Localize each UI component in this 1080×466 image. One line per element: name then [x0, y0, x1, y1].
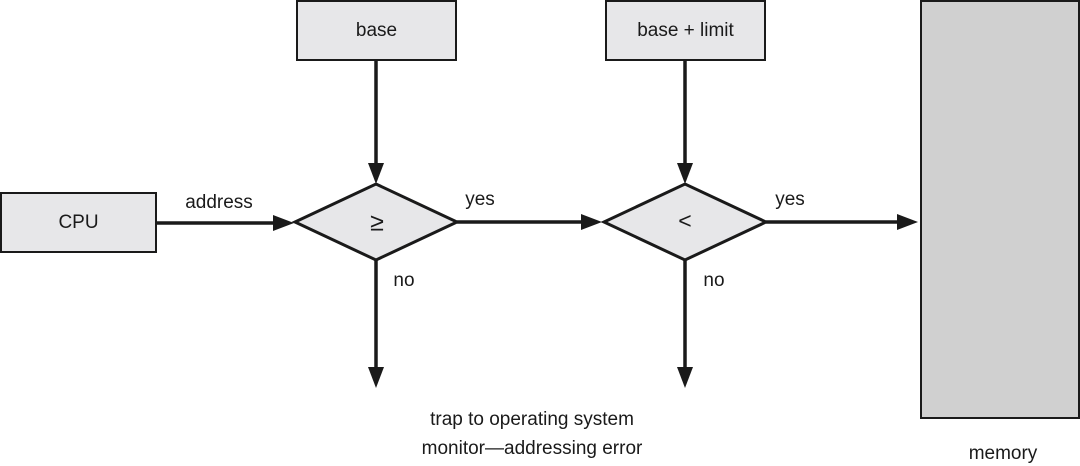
no-edge-label-second: no	[703, 270, 725, 291]
base-register-box: base	[296, 0, 457, 61]
cpu-to-ge-arrowhead	[273, 215, 294, 231]
lt-no-arrowhead	[677, 367, 693, 388]
ge-no-arrowhead	[368, 367, 384, 388]
yes-edge-label-first: yes	[465, 189, 495, 210]
base-register-label: base	[355, 19, 398, 41]
lt-decision-diamond	[600, 182, 770, 262]
ge-decision-diamond	[291, 182, 461, 262]
trap-caption-line1: trap to operating system	[430, 409, 634, 430]
ge-symbol: ≥	[370, 208, 384, 237]
trap-caption-line2: monitor—addressing error	[421, 438, 643, 459]
memory-box	[920, 0, 1080, 419]
memory-caption: memory	[968, 443, 1038, 464]
trap-caption: trap to operating system monitor—address…	[422, 405, 643, 463]
lt-symbol: <	[678, 207, 692, 234]
yes-edge-label-second: yes	[775, 189, 805, 210]
base-plus-limit-register-box: base + limit	[605, 0, 766, 61]
ge-to-lt-arrowhead	[581, 214, 602, 230]
no-edge-label-first: no	[393, 270, 415, 291]
address-edge-label: address	[185, 192, 253, 213]
lt-to-memory-arrowhead	[897, 214, 918, 230]
baselimit-to-lt-arrowhead	[677, 163, 693, 184]
cpu-box: CPU	[0, 192, 157, 253]
cpu-label: CPU	[58, 211, 99, 233]
base-to-ge-arrowhead	[368, 163, 384, 184]
base-plus-limit-register-label: base + limit	[637, 19, 734, 41]
